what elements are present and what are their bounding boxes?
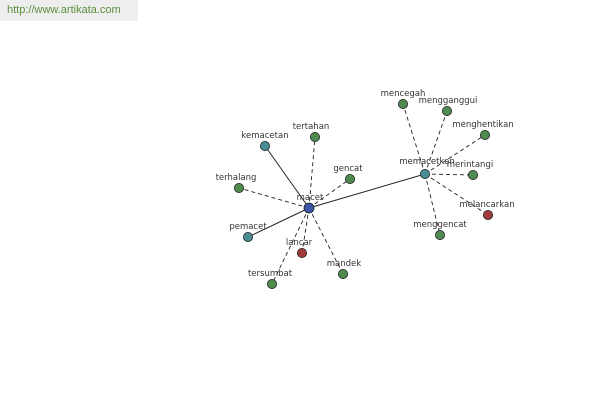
node-merintangi[interactable] <box>467 169 478 180</box>
labels-layer: macet memacetkan kemacetan pemacet tertahan g… <box>216 89 515 279</box>
node-label-tertahan: tertahan <box>293 122 330 132</box>
edge-memacetkan-mencegah <box>402 103 426 175</box>
node-macet[interactable] <box>303 202 315 214</box>
edge-memacetkan-merintangi <box>424 173 474 176</box>
edge-memacetkan-menghentikan <box>424 134 486 175</box>
edge-macet-tersumbat <box>271 207 310 285</box>
node-label-terhalang: terhalang <box>216 173 257 183</box>
edge-macet-terhalang <box>238 187 310 209</box>
node-label-merintangi: merintangi <box>447 160 493 170</box>
node-label-mandek: mandek <box>327 259 362 269</box>
edge-macet-tertahan <box>308 136 316 209</box>
node-label-memacetkan: memacetkan <box>399 157 455 167</box>
edge-macet-lancar <box>301 207 310 254</box>
node-label-tersumbat: tersumbat <box>248 269 293 279</box>
edge-macet-mandek <box>308 207 344 275</box>
node-tersumbat[interactable] <box>266 278 277 289</box>
edge-memacetkan-menggencat <box>424 173 441 236</box>
node-melancarkan[interactable] <box>482 209 493 220</box>
node-label-mencegah: mencegah <box>381 89 426 99</box>
node-label-kemacetan: kemacetan <box>241 131 288 141</box>
node-label-pemacet: pemacet <box>229 222 267 232</box>
node-label-lancar: lancar <box>286 238 313 248</box>
node-mencegah[interactable] <box>397 99 408 110</box>
edge-macet-pemacet <box>247 207 310 238</box>
node-label-mengganggui: mengganggui <box>419 96 478 106</box>
node-menggencat[interactable] <box>434 229 445 240</box>
edge-macet-memacetkan <box>308 173 426 209</box>
node-memacetkan[interactable] <box>419 168 430 179</box>
node-tertahan[interactable] <box>309 131 320 142</box>
nodes-layer <box>233 99 493 289</box>
node-pemacet[interactable] <box>242 231 253 242</box>
node-terhalang[interactable] <box>233 182 244 193</box>
node-menghentikan[interactable] <box>479 129 490 140</box>
node-label-macet: macet <box>297 193 324 203</box>
node-lancar[interactable] <box>296 247 307 258</box>
edges-layer <box>238 103 489 285</box>
edge-macet-kemacetan <box>264 145 310 209</box>
edge-memacetkan-melancarkan <box>424 173 489 216</box>
node-label-melancarkan: melancarkan <box>459 200 514 210</box>
node-kemacetan[interactable] <box>259 140 270 151</box>
node-mengganggui[interactable] <box>441 106 452 117</box>
node-mandek[interactable] <box>337 268 348 279</box>
node-label-gencat: gencat <box>333 164 363 174</box>
node-label-menggencat: menggencat <box>413 220 467 230</box>
node-label-menghentikan: menghentikan <box>452 120 513 130</box>
site-url-link[interactable]: http://www.artikata.com <box>0 0 138 21</box>
node-gencat[interactable] <box>344 173 355 184</box>
edge-macet-gencat <box>308 178 351 209</box>
